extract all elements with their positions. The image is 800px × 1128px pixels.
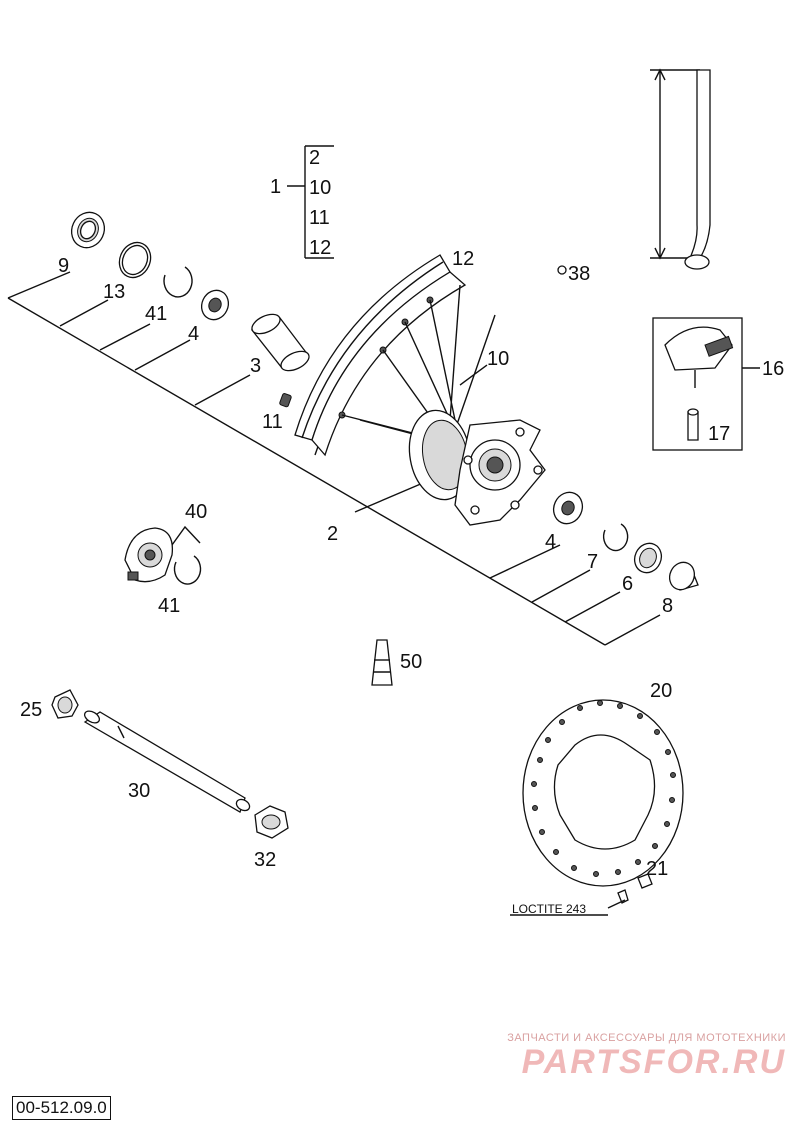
label-40: 40 <box>185 501 207 523</box>
label-38: 38 <box>568 263 590 285</box>
part-25-axle-head <box>51 689 79 719</box>
label-12: 12 <box>452 248 474 270</box>
label-16: 16 <box>762 358 784 380</box>
part-4-bearing <box>200 289 230 321</box>
bracket-item-label: 11 <box>309 207 330 229</box>
left-assembly-axis <box>7 271 661 646</box>
part-38-nut <box>557 265 567 275</box>
part-21-disc-bolt <box>607 873 653 909</box>
bracket-item-label: 10 <box>309 177 331 199</box>
loctite-note: LOCTITE 243 <box>512 902 586 916</box>
part-32-axle-nut <box>254 805 289 839</box>
valve-cap-box <box>652 317 760 451</box>
part-7-circlip <box>602 523 629 552</box>
label-4: 4 <box>188 323 199 345</box>
bracket-group: 1 2 10 11 12 <box>270 145 334 259</box>
part-8-spacer <box>668 561 699 591</box>
part-11-nipple <box>279 393 292 408</box>
part-3-spacer <box>250 313 310 372</box>
label-30: 30 <box>128 780 150 802</box>
label-3: 3 <box>250 355 261 377</box>
part-13-ring <box>118 241 152 279</box>
label-9: 9 <box>58 255 69 277</box>
label-13: 13 <box>103 281 125 303</box>
part-9-seal <box>70 211 106 249</box>
part-41-circlip <box>163 266 193 298</box>
part-6-seal <box>633 542 663 574</box>
part-4b-bearing <box>552 491 584 525</box>
bracket-item-label: 2 <box>309 147 320 169</box>
spoke-dimension-drawing <box>650 68 711 270</box>
part-50-grease <box>371 639 393 686</box>
label-32: 32 <box>254 849 276 871</box>
watermark-logo: PARTSFOR.RU <box>521 1043 786 1081</box>
part-20-brake-disc <box>522 699 684 887</box>
watermark: ЗАПЧАСТИ И АКСЕССУАРЫ ДЛЯ МОТОТЕХНИКИ PA… <box>466 1032 786 1080</box>
bracket-item-label: 12 <box>309 237 331 259</box>
label-4b: 4 <box>545 531 556 553</box>
label-21: 21 <box>646 858 668 880</box>
watermark-subtitle: ЗАПЧАСТИ И АКСЕССУАРЫ ДЛЯ МОТОТЕХНИКИ <box>507 1032 786 1044</box>
label-2: 2 <box>327 523 338 545</box>
label-20: 20 <box>650 680 672 702</box>
label-25: 25 <box>20 699 42 721</box>
label-11: 11 <box>262 411 283 433</box>
part-41b-circlip <box>173 555 202 585</box>
label-41b: 41 <box>158 595 180 617</box>
part-30-axle <box>83 710 251 813</box>
label-50: 50 <box>400 651 422 673</box>
part-40-speedo-drive <box>124 525 201 583</box>
label-17: 17 <box>708 423 730 445</box>
label-6: 6 <box>622 573 633 595</box>
wheel-assembly <box>294 254 546 526</box>
bracket-main-label: 1 <box>270 176 281 198</box>
label-41: 41 <box>145 303 167 325</box>
label-7: 7 <box>587 551 598 573</box>
drawing-code: 00-512.09.0 <box>12 1096 111 1120</box>
label-8: 8 <box>662 595 673 617</box>
label-10: 10 <box>487 348 509 370</box>
